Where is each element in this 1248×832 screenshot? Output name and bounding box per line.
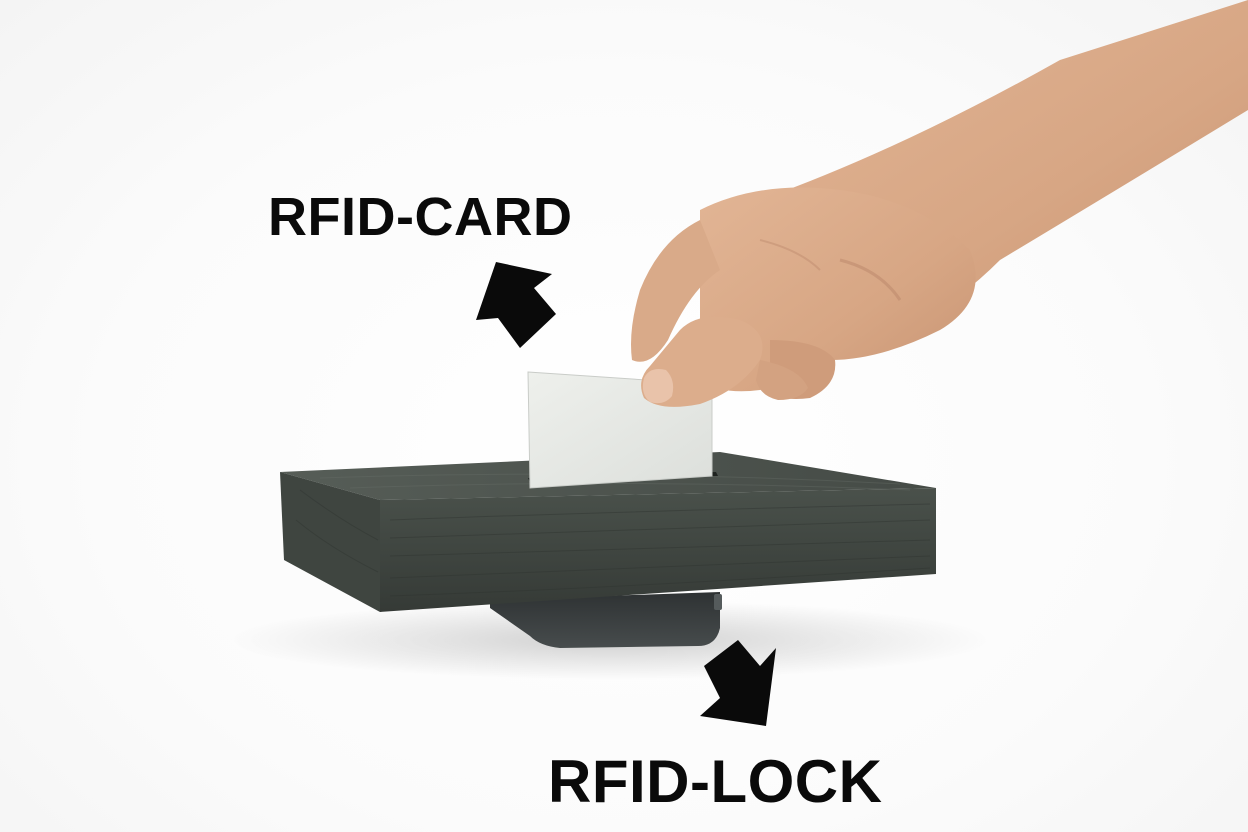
hand: [631, 0, 1248, 407]
rfid-lock-label: RFID-LOCK: [548, 748, 883, 815]
rfid-card-label: RFID-CARD: [268, 187, 573, 247]
arrow-up-left-icon: [476, 262, 556, 348]
rfid-lock-module: [490, 592, 722, 648]
arrow-down-right-icon: [700, 640, 776, 726]
